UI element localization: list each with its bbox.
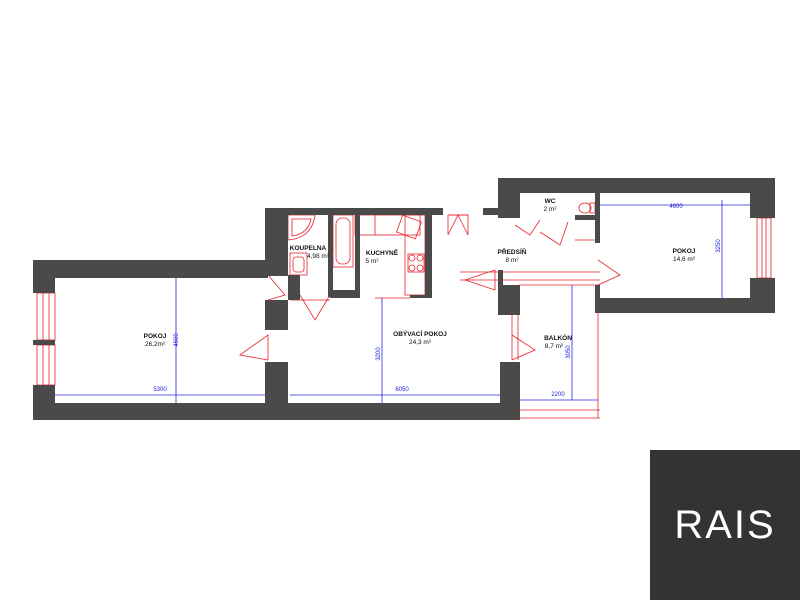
- room-area-pokoj-1: 26,2m²: [145, 341, 166, 348]
- room-area-pokoj-2: 14,6 m²: [673, 256, 696, 263]
- room-name-pokoj-2: POKOJ: [673, 248, 696, 255]
- room-name-obyvaci: OBÝVACÍ POKOJ: [393, 329, 447, 338]
- room-name-predsin: PŘEDSÍŇ: [498, 247, 527, 256]
- room-area-kuchyne: 5 m²: [366, 258, 380, 265]
- logo-text: RAIS: [674, 502, 776, 547]
- dim-pokoj2-height: 3250: [716, 239, 722, 253]
- dim-balkon-height: 3050: [566, 345, 572, 359]
- dim-pokoj1-width: 5300: [153, 387, 167, 393]
- room-name-pokoj-1: POKOJ: [144, 333, 167, 340]
- dim-pokoj2-width: 4600: [669, 204, 683, 210]
- room-area-balkon: 8,7 m²: [545, 343, 564, 350]
- logo: RAIS: [650, 450, 800, 600]
- room-name-koupelna: KOUPELNA: [290, 245, 327, 252]
- dimension-labels: 5300 4500 6050 3200 2200 3050 4600 3250: [153, 204, 722, 398]
- dim-obyvaci-width: 6050: [395, 387, 409, 393]
- walls: [33, 178, 775, 420]
- room-area-koupelna: 4,98 m²: [307, 253, 330, 260]
- dim-pokoj1-height: 4500: [174, 333, 180, 347]
- room-name-balkon: BALKÓN: [544, 333, 572, 342]
- room-area-obyvaci: 24,3 m²: [409, 339, 432, 346]
- room-labels: POKOJ 26,2m² KOUPELNA 4,98 m² KUCHYNĚ 5 …: [144, 198, 696, 350]
- room-name-kuchyne: KUCHYNĚ: [366, 248, 399, 257]
- room-area-wc: 2 m²: [544, 206, 558, 213]
- room-name-wc: WC: [545, 198, 556, 205]
- dim-balkon-width: 2200: [551, 392, 565, 398]
- room-area-predsin: 8 m²: [506, 257, 520, 264]
- dim-obyvaci-height: 3200: [376, 347, 382, 361]
- dimension-lines: [55, 200, 750, 408]
